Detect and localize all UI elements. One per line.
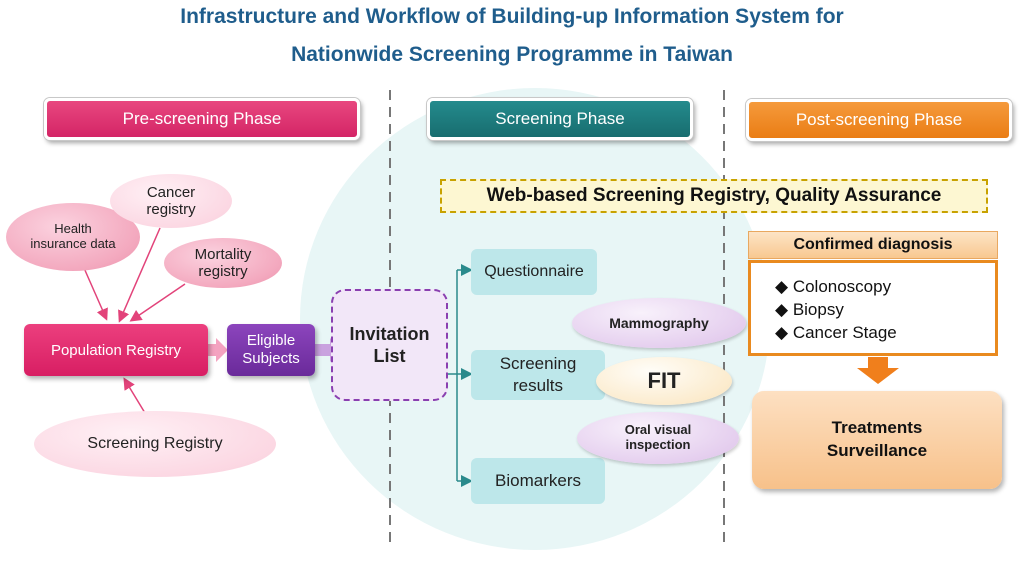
screening-results-box: Screening results: [471, 350, 605, 400]
oral-visual-inspection-ellipse: Oral visual inspection: [577, 412, 739, 464]
arrow-cancer-registry: [118, 227, 161, 323]
arrow-mortality-registry: [129, 283, 186, 322]
post-screening-phase-header: Post-screening Phase: [746, 99, 1012, 141]
diagram-title-line2: Nationwide Screening Programme in Taiwan: [291, 43, 733, 66]
biomarkers-box: Biomarkers: [471, 458, 605, 504]
diagram-title-line1: Infrastructure and Workflow of Building-…: [180, 5, 844, 28]
block-arrow-confirmed-treatments: [857, 357, 899, 384]
population-registry-box: Population Registry: [24, 324, 208, 376]
cancer-registry-ellipse: Cancer registry: [110, 174, 232, 228]
invitation-list-box: Invitation List: [331, 289, 448, 401]
mammography-ellipse: Mammography: [572, 298, 746, 348]
diagnosis-item: ◆ Colonoscopy: [775, 277, 892, 296]
surveillance-label: Surveillance: [826, 441, 928, 460]
eligible-subjects-box: Eligible Subjects: [227, 324, 315, 376]
diamond-bullet-icon: ◆: [775, 300, 789, 319]
fit-ellipse: FIT: [596, 357, 732, 405]
questionnaire-box: Questionnaire: [471, 249, 597, 295]
arrow-health-insurance: [83, 267, 108, 321]
screening-phase-header: Screening Phase: [427, 98, 693, 140]
web-based-registry-banner: Web-based Screening Registry, Quality As…: [440, 179, 988, 213]
confirmed-diagnosis-header: Confirmed diagnosis: [748, 231, 998, 259]
diagnosis-item: ◆ Cancer Stage: [775, 323, 897, 342]
treatments-surveillance-box: Treatments Surveillance: [752, 391, 1002, 489]
mortality-registry-ellipse: Mortality registry: [164, 238, 282, 288]
confirmed-diagnosis-list: ◆ Colonoscopy ◆ Biopsy ◆ Cancer Stage: [748, 260, 998, 356]
treatments-label: Treatments: [831, 418, 923, 438]
diamond-bullet-icon: ◆: [775, 277, 789, 296]
diamond-bullet-icon: ◆: [775, 323, 789, 342]
screening-registry-ellipse: Screening Registry: [34, 411, 276, 477]
pre-screening-phase-header: Pre-screening Phase: [44, 98, 360, 140]
arrow-screening-registry: [123, 377, 146, 414]
diagnosis-item: ◆ Biopsy: [775, 300, 844, 319]
